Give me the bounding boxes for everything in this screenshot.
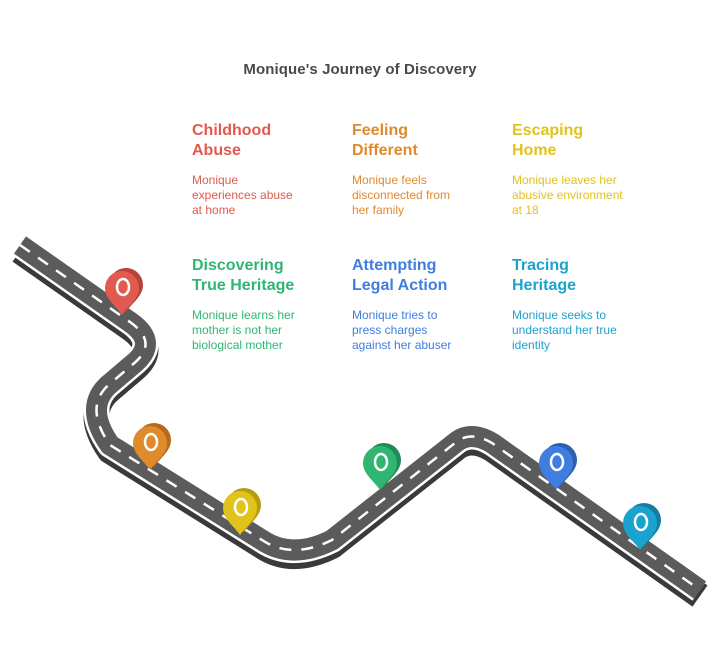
step-feeling-different: Feeling Different Monique feels disconne…	[352, 121, 502, 218]
step-description: Monique learns her mother is not her bio…	[192, 308, 295, 352]
step-description: Monique leaves her abusive environment a…	[512, 173, 623, 217]
step-discovering-true-heritage: Discovering True Heritage Monique learns…	[192, 256, 342, 353]
marker-ring	[633, 512, 649, 532]
map-markers	[105, 268, 661, 550]
road	[12, 234, 708, 607]
marker-body	[105, 271, 139, 315]
step-title: Discovering True Heritage	[192, 257, 295, 294]
marker-ring	[233, 497, 249, 517]
marker-body	[223, 491, 257, 535]
map-marker-icon	[623, 503, 661, 550]
road-center-dashes	[19, 243, 701, 592]
step-title: Tracing Heritage	[512, 257, 577, 294]
step-title: Childhood Abuse	[192, 122, 272, 159]
marker-body	[363, 446, 397, 490]
step-tracing-heritage: Tracing Heritage Monique seeks to unders…	[512, 256, 662, 353]
step-description: Monique tries to press charges against h…	[352, 308, 452, 352]
step-title: Feeling Different	[352, 122, 418, 159]
marker-body	[133, 426, 167, 470]
step-childhood-abuse: Childhood Abuse Monique experiences abus…	[192, 121, 342, 218]
map-marker-icon	[105, 268, 143, 315]
marker-body	[623, 506, 657, 550]
step-description: Monique experiences abuse at home	[192, 173, 293, 217]
step-description: Monique seeks to understand her true ide…	[512, 308, 617, 352]
marker-ring	[549, 452, 565, 472]
step-attempting-legal-action: Attempting Legal Action Monique tries to…	[352, 256, 502, 353]
map-marker-icon	[223, 488, 261, 535]
map-marker-icon	[133, 423, 171, 470]
marker-ring	[143, 432, 159, 452]
diagram-title: Monique's Journey of Discovery	[243, 61, 477, 78]
map-marker-icon	[539, 443, 577, 490]
map-marker-icon	[363, 443, 401, 490]
step-escaping-home: Escaping Home Monique leaves her abusive…	[512, 121, 662, 218]
step-title: Attempting Legal Action	[352, 257, 448, 294]
step-title: Escaping Home	[512, 122, 584, 159]
marker-body	[539, 446, 573, 490]
marker-ring	[115, 277, 131, 297]
marker-ring	[373, 452, 389, 472]
step-description: Monique feels disconnected from her fami…	[352, 173, 451, 217]
